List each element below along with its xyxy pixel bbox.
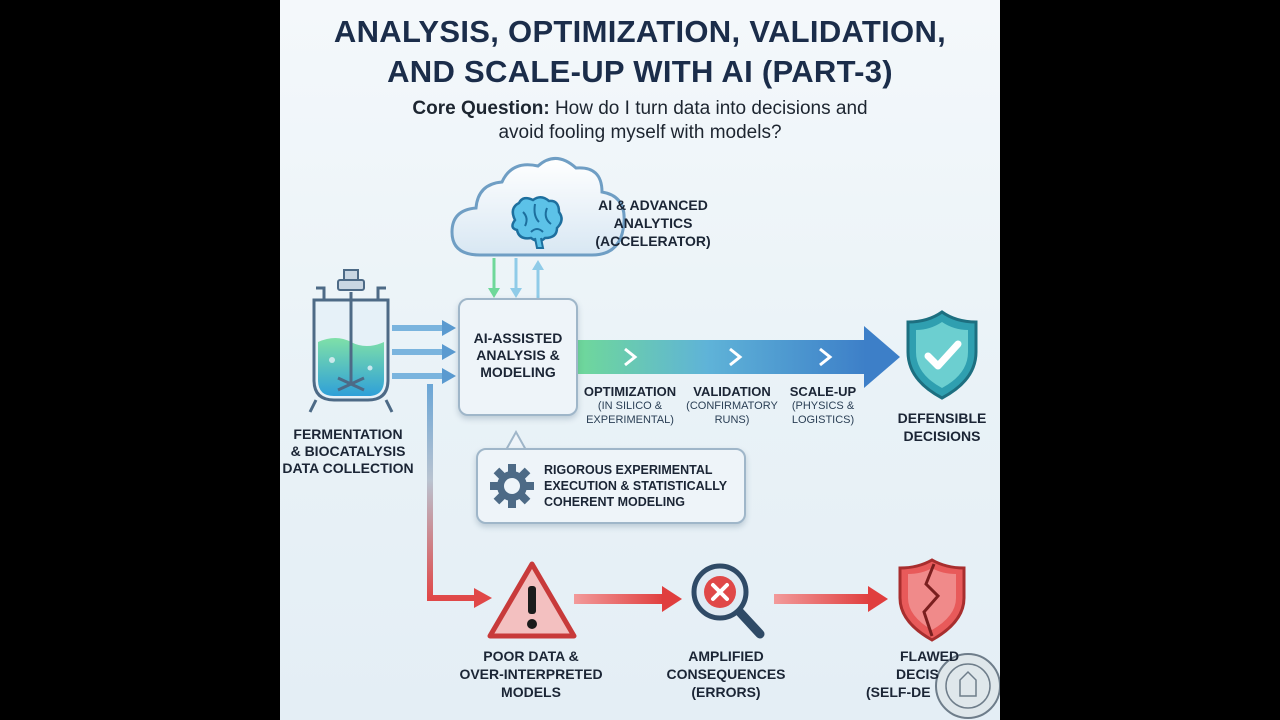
- input-arrows: [392, 320, 456, 384]
- poor-data-line-3: MODELS: [501, 684, 561, 700]
- step-scale-up-title: SCALE-UP: [789, 384, 857, 399]
- core-question-text-1: How do I turn data into decisions and: [554, 98, 868, 119]
- defensible-line-1: DEFENSIBLE: [897, 410, 987, 426]
- poor-data-line-1: POOR DATA &: [483, 648, 579, 664]
- cloud-label-line-3: (ACCELERATOR): [595, 233, 711, 249]
- core-question-line-2: avoid fooling myself with models?: [498, 122, 782, 143]
- step-validation: VALIDATION (CONFIRMATORY RUNS): [682, 384, 782, 427]
- shield-check-icon: [906, 310, 978, 400]
- cloud-connector-arrows: [488, 258, 544, 298]
- defensible-decisions-label: DEFENSIBLE DECISIONS: [882, 409, 1000, 445]
- amplified-line-3: (ERRORS): [691, 684, 761, 700]
- brain-icon: [511, 196, 563, 249]
- core-question-line-1: Core Question: How do I turn data into d…: [280, 98, 1000, 120]
- rigor-line-1: RIGOROUS EXPERIMENTAL: [544, 463, 713, 477]
- cloud-label: AI & ADVANCED ANALYTICS (ACCELERATOR): [588, 196, 718, 250]
- step-validation-line-1: (CONFIRMATORY: [686, 400, 778, 412]
- step-optimization-line-2: EXPERIMENTAL): [586, 414, 674, 426]
- step-optimization-title: OPTIMIZATION: [583, 384, 677, 399]
- bioreactor-label-line-3: DATA COLLECTION: [282, 460, 414, 476]
- title-line-1: ANALYSIS, OPTIMIZATION, VALIDATION,: [333, 14, 947, 49]
- magnifier-x-icon: [691, 563, 765, 639]
- flawed-line-1: FLAWED: [900, 648, 960, 664]
- rigor-line-2: EXECUTION & STATISTICALLY: [544, 479, 728, 493]
- central-analysis-box: AI-ASSISTED ANALYSIS & MODELING: [458, 298, 578, 416]
- main-process-arrow: [578, 326, 900, 388]
- flawed-line-2: DECIS: [896, 666, 939, 682]
- step-optimization: OPTIMIZATION (IN SILICO & EXPERIMENTAL): [578, 384, 682, 427]
- cloud-label-line-2: ANALYTICS: [613, 215, 693, 231]
- broken-shield-icon: [898, 558, 966, 642]
- bioreactor-label: FERMENTATION & BIOCATALYSIS DATA COLLECT…: [280, 426, 416, 477]
- rigor-box: RIGOROUS EXPERIMENTAL EXECUTION & STATIS…: [476, 448, 746, 524]
- bioreactor-icon: [308, 269, 394, 413]
- step-optimization-line-1: (IN SILICO &: [597, 400, 663, 412]
- step-scale-up-line-1: (PHYSICS &: [791, 400, 855, 412]
- infographic-panel: ANALYSIS, OPTIMIZATION, VALIDATION, AND …: [280, 0, 1000, 720]
- bioreactor-label-line-2: & BIOCATALYSIS: [290, 443, 406, 459]
- consequence-arrows: [574, 586, 888, 612]
- failure-path-arrow: [427, 384, 492, 608]
- step-validation-line-2: RUNS): [714, 414, 750, 426]
- defensible-line-2: DECISIONS: [903, 428, 981, 444]
- poor-data-line-2: OVER-INTERPRETED: [459, 666, 603, 682]
- step-scale-up: SCALE-UP (PHYSICS & LOGISTICS): [778, 384, 868, 427]
- cloud-label-line-1: AI & ADVANCED: [598, 197, 708, 213]
- amplified-label: AMPLIFIED CONSEQUENCES (ERRORS): [656, 647, 796, 701]
- title-line-2: AND SCALE-UP WITH AI (PART-3): [387, 54, 893, 89]
- amplified-line-2: CONSEQUENCES: [666, 666, 786, 682]
- flawed-line-3: (SELF-DE: [866, 684, 931, 700]
- flawed-label: FLAWED DECIS (SELF-DE: [866, 647, 966, 701]
- central-box-line-2: ANALYSIS &: [476, 347, 560, 363]
- gear-icon: [490, 464, 534, 508]
- core-question-label: Core Question:: [412, 98, 550, 119]
- amplified-line-1: AMPLIFIED: [688, 648, 764, 664]
- rigor-box-text: RIGOROUS EXPERIMENTAL EXECUTION & STATIS…: [544, 462, 727, 510]
- warning-icon: [487, 561, 577, 639]
- step-validation-title: VALIDATION: [693, 384, 771, 399]
- diagram-graphics: [308, 157, 1000, 719]
- bioreactor-label-line-1: FERMENTATION: [293, 426, 403, 442]
- seal-watermark: [935, 653, 1000, 719]
- central-box-line-1: AI-ASSISTED: [473, 330, 563, 346]
- rigor-line-3: COHERENT MODELING: [544, 495, 685, 509]
- step-scale-up-line-2: LOGISTICS): [791, 414, 855, 426]
- central-box-line-3: MODELING: [480, 364, 556, 380]
- poor-data-label: POOR DATA & OVER-INTERPRETED MODELS: [446, 647, 616, 701]
